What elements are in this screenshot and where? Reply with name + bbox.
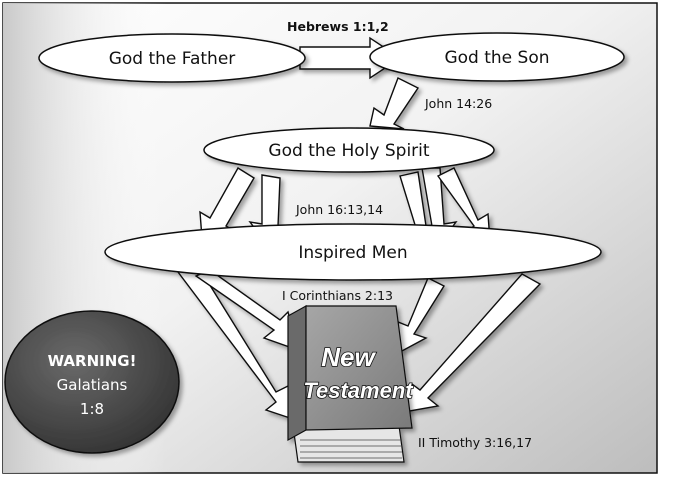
book-title-new: New [321,342,376,372]
ref-corinthians: I Corinthians 2:13 [282,288,393,303]
label-god-the-son: God the Son [444,48,549,68]
label-inspired-men: Inspired Men [298,243,407,263]
node-god-the-son [369,32,625,82]
node-inspired-men [104,223,602,281]
node-god-the-father [38,33,306,83]
warning-verse: 1:8 [80,400,104,418]
arrow-son-to-spirit [369,77,420,130]
label-god-the-father: God the Father [109,49,236,69]
label-god-the-holy-spirit: God the Holy Spirit [268,141,429,161]
warning-badge [4,310,180,454]
node-god-the-holy-spirit [203,127,495,173]
ref-timothy: II Timothy 3:16,17 [418,435,532,450]
warning-title: WARNING! [48,352,137,370]
arrows-men-to-testament [176,265,542,422]
ref-john-14: John 14:26 [424,96,492,111]
new-testament-book [287,304,413,463]
warning-book: Galatians [57,376,128,394]
ref-hebrews: Hebrews 1:1,2 [287,19,389,34]
book-title-testament: Testament [303,378,414,403]
ref-john-16: John 16:13,14 [295,202,383,217]
